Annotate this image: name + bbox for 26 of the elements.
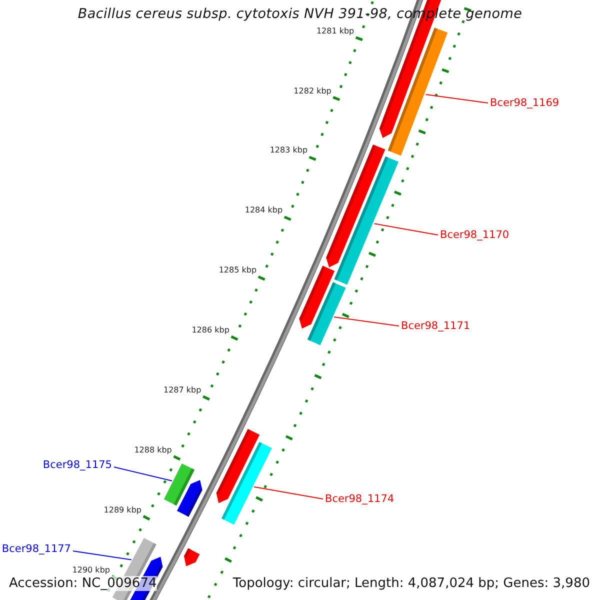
- footer-note: Topology: circular; Length: 4,087,024 bp; Genes: 3,980: [232, 576, 590, 591]
- gene-bar: [308, 282, 346, 346]
- scale-label: 1286 kbp: [192, 326, 230, 335]
- footer-note: Accession: NC_009674: [9, 576, 157, 591]
- leader-line: [425, 94, 488, 104]
- gene-label: Bcer98_1170: [440, 229, 510, 241]
- scale-label: 1287 kbp: [164, 385, 202, 394]
- gene-label: Bcer98_1177: [2, 543, 71, 555]
- scale-label: 1285 kbp: [218, 266, 257, 275]
- gene-bar: [222, 442, 272, 525]
- gene-label: Bcer98_1175: [42, 459, 112, 471]
- gene-label: Bcer98_1169: [490, 97, 560, 109]
- scale-label: 1281 kbp: [316, 26, 354, 36]
- leader-line: [374, 223, 438, 236]
- gene-bar: [388, 28, 448, 156]
- scale-label: 1289 kbp: [104, 505, 142, 514]
- scale-label: 1284 kbp: [244, 206, 283, 215]
- leader-line: [114, 466, 173, 482]
- gene-bar: [164, 464, 194, 506]
- gene-bar: [334, 156, 398, 285]
- leader-line: [254, 486, 324, 500]
- scale-label: 1282 kbp: [294, 86, 332, 96]
- leader-line: [72, 550, 132, 560]
- gene-label: Bcer98_1171: [401, 320, 470, 332]
- leader-line: [334, 316, 400, 326]
- gene-label: Bcer98_1174: [325, 493, 394, 505]
